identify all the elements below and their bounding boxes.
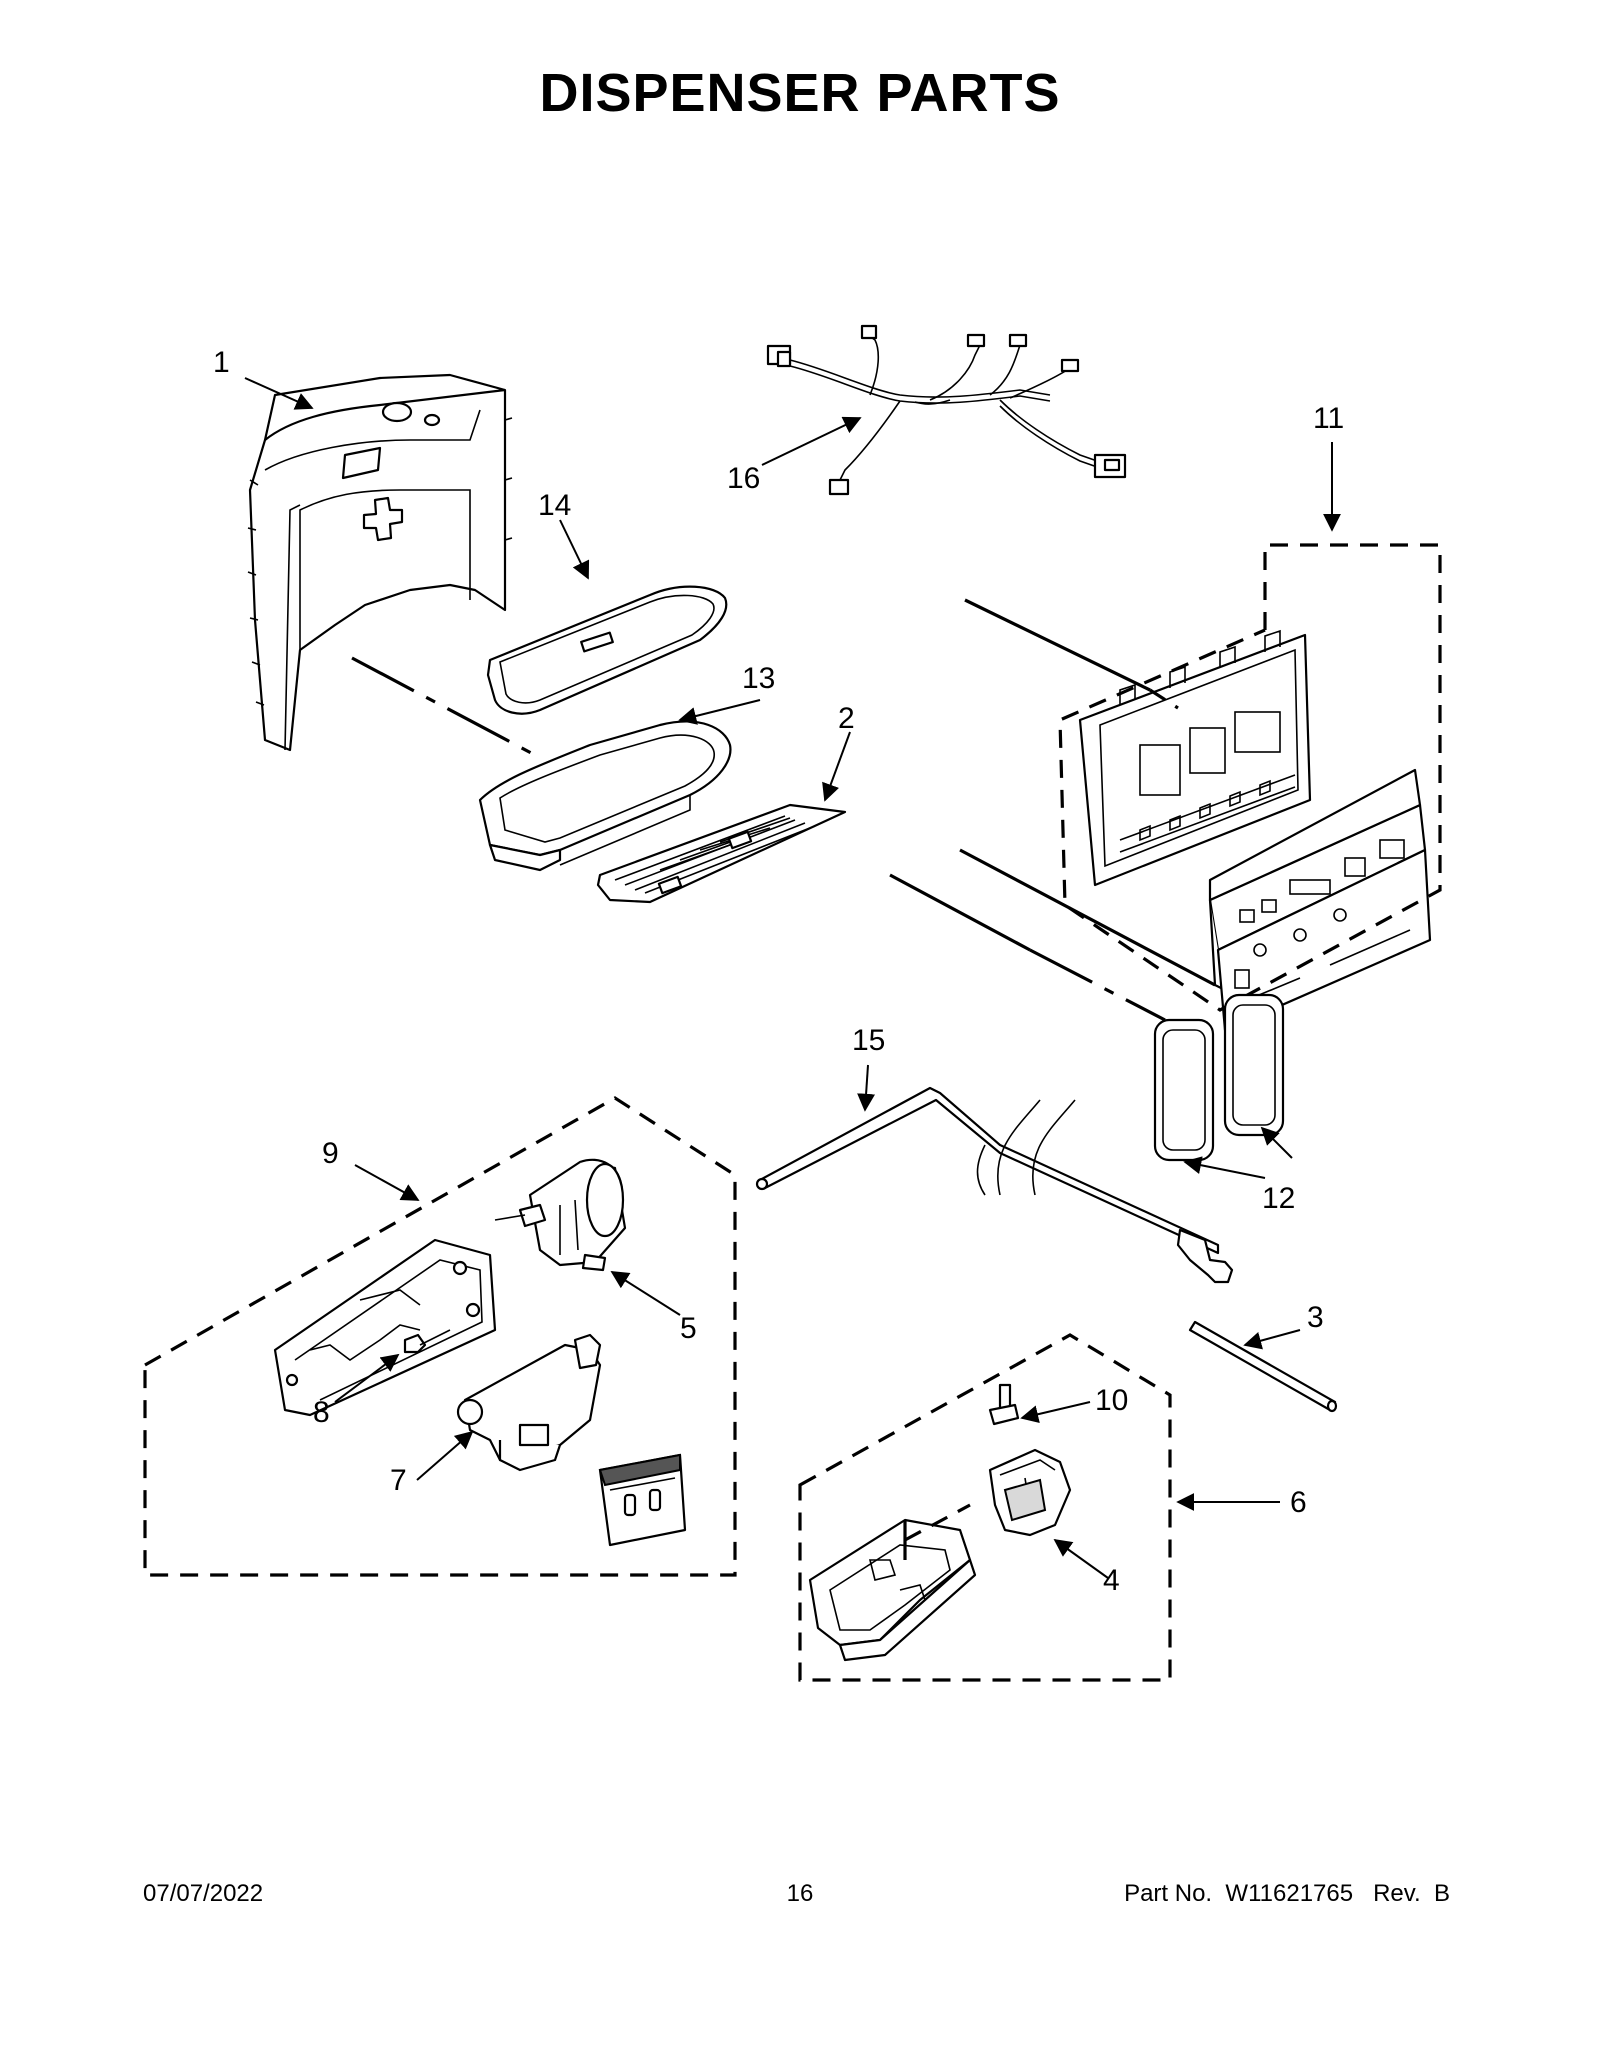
- page-title: DISPENSER PARTS: [539, 63, 1061, 123]
- part-3-tube: [1188, 1320, 1338, 1413]
- part-5-motor: [494, 1158, 627, 1272]
- callout-9: 9: [322, 1137, 339, 1170]
- part-2-grille: [596, 803, 847, 904]
- callout-5: 5: [680, 1312, 697, 1345]
- part-9-actuator-assembly: [143, 1096, 737, 1577]
- callout-1: 1: [213, 346, 230, 379]
- callout-labels: 1 2 3 4 5 6 7 8 9 10 11 12 13 14 15 16: [213, 346, 1344, 1597]
- part-12-paddle-pads: [1153, 993, 1285, 1162]
- part-9-end-cap: [598, 1453, 687, 1547]
- part-13-drip-tray: [478, 720, 732, 872]
- callout-8: 8: [313, 1396, 330, 1429]
- callout-11: 11: [1313, 402, 1344, 435]
- footer-page-number: 16: [786, 1880, 814, 1907]
- leader-lines: [244, 377, 1341, 1579]
- part-4-switch-cover: [988, 1448, 1072, 1537]
- callout-16: 16: [727, 462, 760, 495]
- footer-part-number: Part No. W11621765 Rev. B: [1124, 1880, 1450, 1907]
- part-7-actuator: [456, 1333, 602, 1472]
- footer-date: 07/07/2022: [143, 1880, 264, 1907]
- callout-14: 14: [538, 489, 571, 522]
- part-8-screw: [403, 1329, 451, 1354]
- alignment-lines: [351, 598, 1216, 1022]
- part-14-gasket: [486, 585, 728, 715]
- part-15-water-tube: [755, 1086, 1234, 1284]
- part-6-assembly: [798, 1333, 1172, 1682]
- callout-2: 2: [838, 702, 855, 735]
- part-1-dispenser-housing: [247, 373, 513, 752]
- callout-13: 13: [742, 662, 775, 695]
- part-11-control-panel: [1058, 543, 1442, 1032]
- part-10-switch: [988, 1383, 1020, 1426]
- callout-12: 12: [1262, 1182, 1295, 1215]
- callout-3: 3: [1307, 1301, 1324, 1334]
- callout-10: 10: [1095, 1384, 1128, 1417]
- callout-15: 15: [852, 1024, 885, 1057]
- callout-7: 7: [390, 1464, 407, 1497]
- callout-4: 4: [1103, 1564, 1120, 1597]
- part-16-wire-harness: [766, 324, 1127, 496]
- callout-6: 6: [1290, 1486, 1307, 1519]
